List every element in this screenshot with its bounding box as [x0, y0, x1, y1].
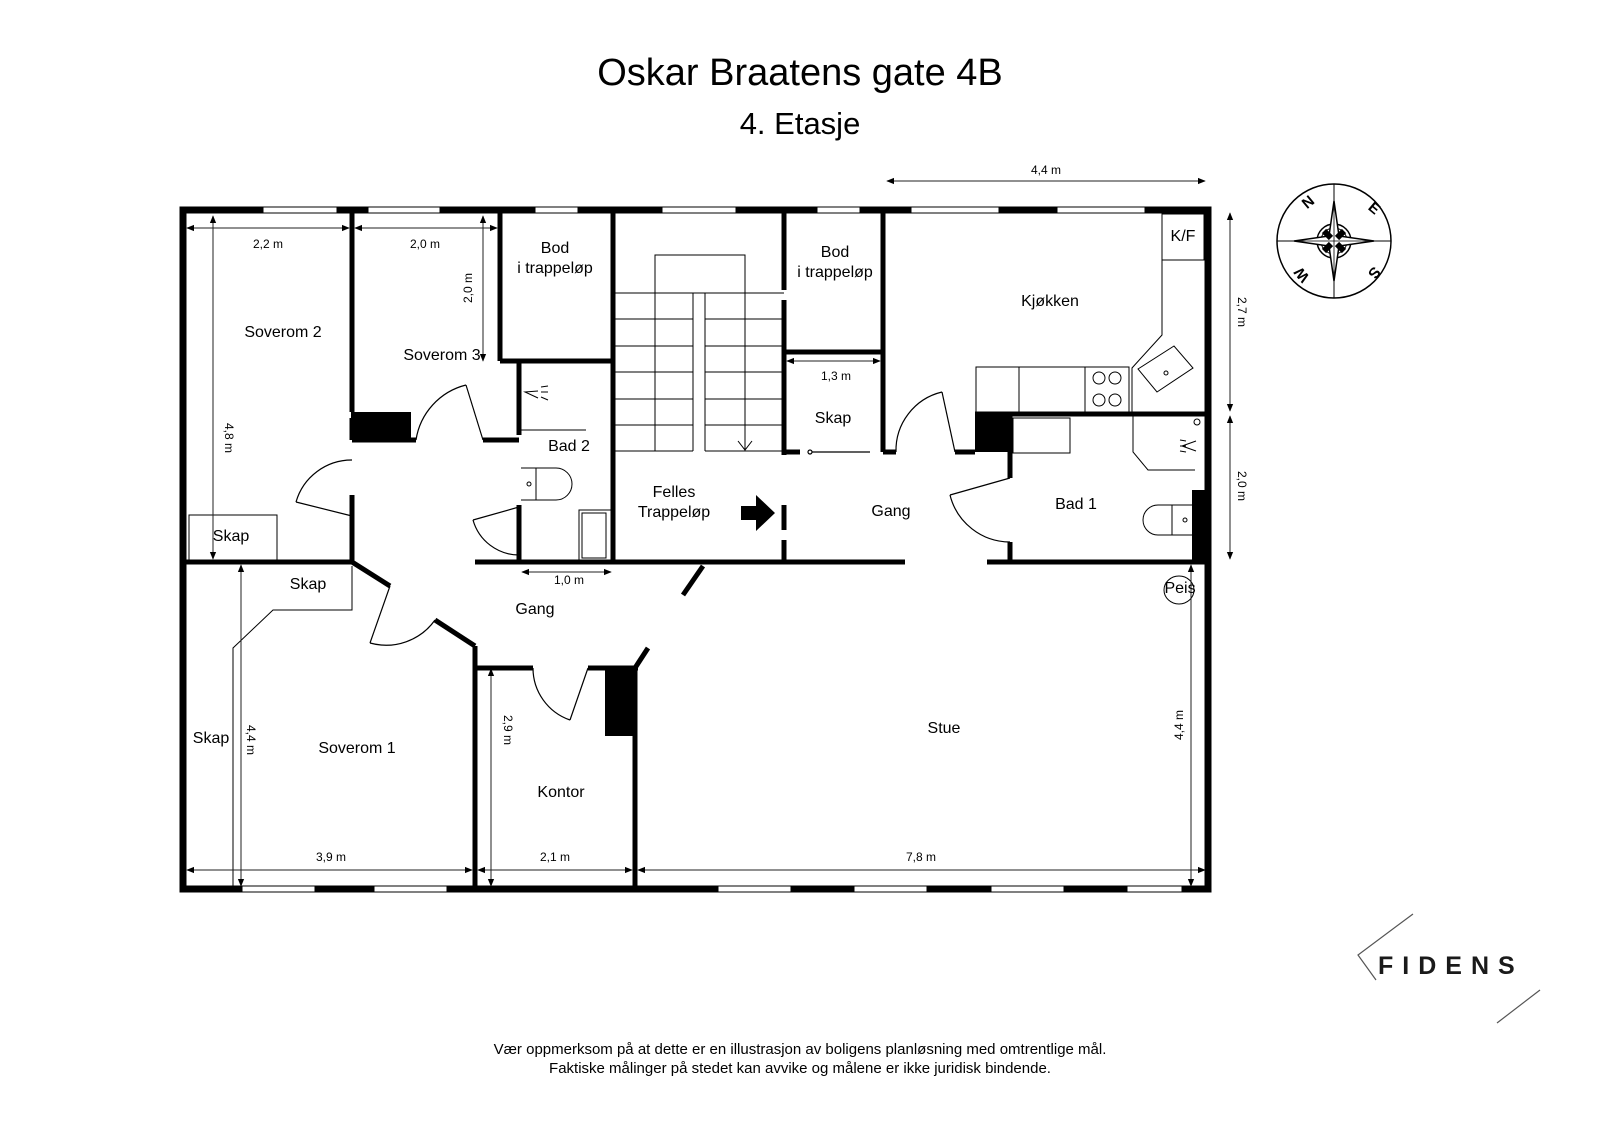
fidens-logo: FIDENS — [1378, 952, 1524, 980]
room-label-skap-s1-top: Skap — [289, 576, 327, 593]
closets — [188, 213, 1205, 889]
room-label-kf: K/F — [1170, 228, 1196, 245]
dim-right-upper: 2,7 m — [1235, 296, 1249, 328]
dim-skap-width: 1,3 m — [820, 369, 852, 383]
room-label-bad-1: Bad 1 — [1055, 496, 1097, 513]
room-label-bad-2: Bad 2 — [548, 438, 590, 455]
dim-soverom-1-width: 3,9 m — [315, 850, 347, 864]
staircase — [613, 254, 784, 452]
shower-icon — [523, 385, 1197, 453]
room-label-gang-right: Gang — [871, 503, 911, 520]
dim-soverom-2-height: 4,8 m — [222, 422, 236, 454]
dim-top-kitchen: 4,4 m — [1030, 163, 1062, 177]
room-label-gang-left: Gang — [515, 601, 555, 618]
room-label-skap-s2: Skap — [212, 528, 250, 545]
room-label-peis: Peis — [1164, 580, 1196, 597]
room-label-soverom-3: Soverom 3 — [403, 347, 481, 364]
windows — [241, 206, 1183, 893]
disclaimer-text: Vær oppmerksom på at dette er en illustr… — [0, 1040, 1600, 1078]
dim-soverom-1-height: 4,4 m — [244, 724, 258, 756]
plan-address-title: Oskar Braatens gate 4B — [597, 52, 1003, 94]
chimney-blocks — [351, 412, 1208, 736]
dim-stue-width: 7,8 m — [905, 850, 937, 864]
room-label-kjokken: Kjøkken — [1021, 293, 1079, 310]
room-label-stue: Stue — [927, 720, 961, 737]
doors — [295, 384, 1011, 721]
room-label-skap-s1-left: Skap — [192, 730, 230, 747]
room-label-soverom-2: Soverom 2 — [244, 324, 322, 341]
room-label-soverom-1: Soverom 1 — [318, 740, 396, 757]
dim-stue-height: 4,4 m — [1172, 709, 1186, 741]
dim-right-lower: 2,0 m — [1235, 470, 1249, 502]
room-label-skap-hall: Skap — [814, 410, 852, 427]
dim-kontor-height: 2,9 m — [501, 714, 515, 746]
dim-soverom-3-width: 2,0 m — [409, 237, 441, 251]
room-label-kontor: Kontor — [537, 784, 585, 801]
disclaimer-line-1: Vær oppmerksom på at dette er en illustr… — [493, 1041, 1107, 1058]
compass-rose-icon — [1276, 183, 1392, 299]
disclaimer-line-2: Faktiske målinger på stedet kan avvike o… — [549, 1060, 1051, 1077]
plan-floor-subtitle: 4. Etasje — [739, 106, 861, 141]
dim-kontor-width: 2,1 m — [539, 850, 571, 864]
entrance-arrow-icon — [741, 495, 775, 531]
dimension-lines — [186, 177, 1234, 887]
dim-soverom-3-height: 2,0 m — [461, 272, 475, 304]
fidens-logo-frame — [1357, 913, 1541, 1024]
dim-soverom-2-width: 2,2 m — [252, 237, 284, 251]
dim-bad-2-width: 1,0 m — [553, 573, 585, 587]
